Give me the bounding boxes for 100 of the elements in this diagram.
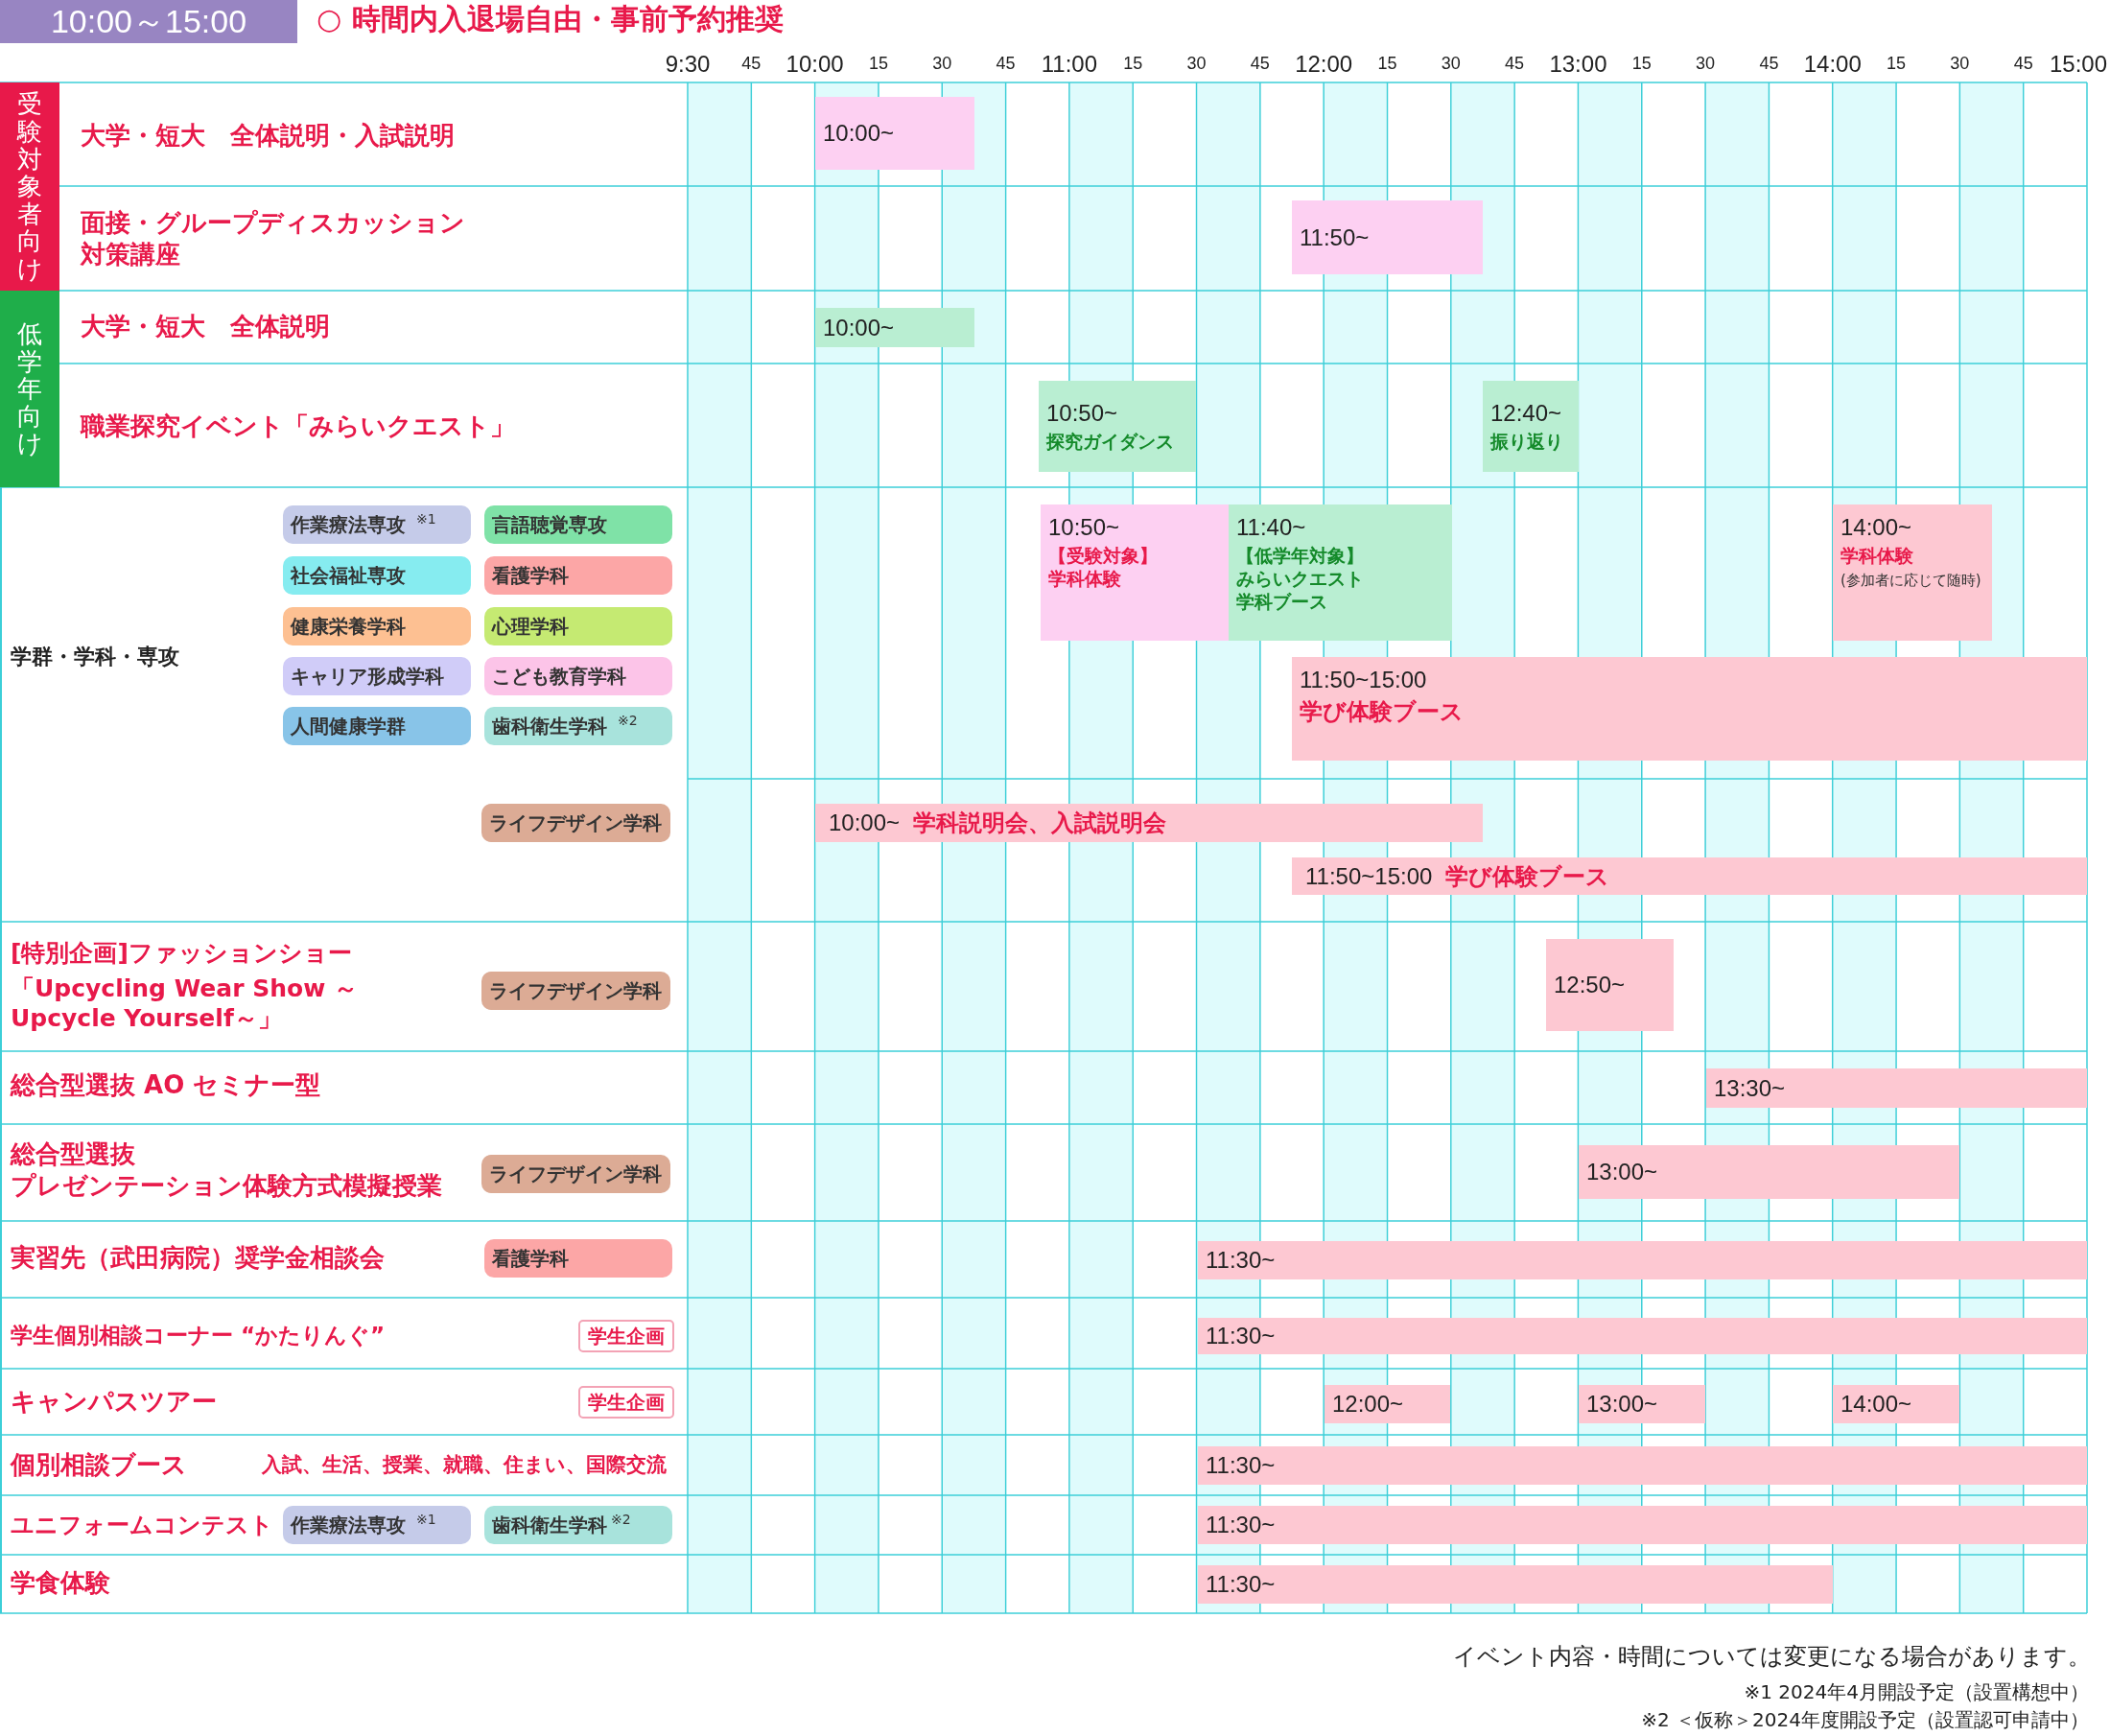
time-tick-label: 15	[868, 54, 888, 75]
start-time: 11:50~	[1300, 223, 1371, 251]
start-time: 13:00~	[1586, 1391, 1659, 1418]
start-time: 11:30~	[1206, 1512, 1277, 1538]
department-tag	[481, 972, 670, 1010]
start-time: 11:30~	[1206, 1323, 1277, 1349]
event-block	[1198, 1318, 2087, 1354]
start-time: 14:00~	[1840, 1391, 1913, 1418]
start-time: 10:50~	[1046, 399, 1119, 427]
department-tag	[481, 1155, 670, 1193]
audience-band	[0, 82, 59, 291]
event-block	[1579, 1145, 1959, 1199]
event-title: 学科体験	[1840, 545, 1914, 568]
time-tick-label: 15	[1377, 54, 1397, 75]
event-name: 職業探究イベント「みらいクエスト」	[81, 411, 515, 442]
time-tick-label: 30	[932, 54, 952, 75]
department-name: ライフデザイン学科	[489, 1161, 662, 1187]
topic-list: 入試、生活、授業、就職、住まい、国際交流	[262, 1453, 667, 1478]
department-name: 心理学科	[492, 613, 569, 640]
department-name: 看護学科	[492, 1245, 569, 1272]
audience-label: 受験対象者向け	[17, 90, 42, 283]
department-tag	[481, 804, 670, 842]
time-tick-label: 45	[996, 54, 1016, 75]
event-block	[1292, 857, 2087, 895]
event-title: 探究ガイダンス	[1046, 430, 1175, 454]
event-block	[1041, 504, 1229, 641]
event-block	[1325, 1385, 1450, 1423]
department-tag	[283, 505, 471, 544]
start-time: 10:00~	[823, 120, 896, 147]
department-tag	[283, 657, 471, 695]
department-name: 健康栄養学科	[291, 613, 406, 640]
start-time: 11:50~15:00	[1300, 667, 1428, 693]
event-block	[1833, 1385, 1959, 1423]
department-tag	[484, 505, 672, 544]
department-tag	[283, 607, 471, 645]
start-time: 11:30~	[1206, 1452, 1277, 1479]
time-tick-label: 45	[1759, 54, 1779, 75]
time-tick-label: 15	[1887, 54, 1907, 75]
start-time: 10:50~	[1048, 514, 1121, 541]
event-block	[1198, 1565, 1833, 1604]
event-block	[1229, 504, 1452, 641]
time-tick-label: 30	[1950, 54, 1970, 75]
department-name: 社会福祉専攻	[291, 562, 406, 589]
start-time: 13:30~	[1714, 1074, 1787, 1102]
event-block	[815, 308, 974, 347]
department-tag	[484, 607, 672, 645]
event-block	[815, 97, 974, 170]
time-tick-label: 15	[1123, 54, 1143, 75]
event-block	[1546, 939, 1674, 1031]
department-tag	[283, 556, 471, 595]
event-block	[1198, 1241, 2087, 1279]
time-tick-label: 10:00	[785, 50, 844, 79]
audience-band	[0, 291, 59, 487]
time-tick-label: 45	[1505, 54, 1525, 75]
department-tag	[484, 707, 672, 745]
event-name: 「Upcycling Wear Show ～Upcycle Yourself～」	[11, 973, 359, 1034]
department-name: 歯科衛生学科 $^{※2}$	[492, 713, 638, 739]
event-name: 学生個別相談コーナー “かたりんぐ”	[11, 1323, 386, 1349]
time-tick-label: 11:00	[1041, 50, 1098, 79]
event-name: 学食体験	[11, 1568, 110, 1599]
start-time: 14:00~	[1840, 514, 1913, 541]
event-title: 学び体験ブース	[1300, 697, 1465, 726]
event-title: 【低学年対象】みらいクエスト学科ブース	[1236, 545, 1365, 614]
audience-label: 低学年向け	[17, 320, 42, 457]
department-name: キャリア形成学科	[291, 663, 444, 690]
department-name: 歯科衛生学科$^{※2}$	[492, 1512, 631, 1538]
department-name: ライフデザイン学科	[489, 977, 662, 1004]
event-block	[1579, 1385, 1705, 1423]
department-tag	[484, 1506, 672, 1544]
notice-text: イベント内容・時間については変更になる場合があります。	[1453, 1642, 2091, 1671]
time-range-banner	[0, 0, 297, 43]
event-block	[1292, 657, 2087, 761]
footnote: ※2 ＜仮称＞2024年度開設予定（設置認可申請中）	[1641, 1708, 2089, 1731]
event-title: 振り返り	[1490, 430, 1564, 454]
event-block	[1292, 200, 1483, 274]
time-tick-label: 30	[1696, 54, 1716, 75]
event-block	[1198, 1506, 2087, 1544]
time-tick-label: 12:00	[1295, 50, 1353, 79]
start-time: 11:50~15:00	[1305, 862, 1433, 890]
event-name: プレゼンテーション体験方式模擬授業	[11, 1171, 442, 1202]
start-time: 10:00~	[829, 809, 901, 836]
event-name: 大学・短大 全体説明	[81, 312, 330, 342]
tag-text: 学生企画	[588, 1389, 665, 1416]
department-name: 言語聴覚専攻	[492, 511, 607, 538]
department-name: 作業療法専攻 $^{※1}$	[291, 1512, 436, 1538]
department-name: 看護学科	[492, 562, 569, 589]
page-title: ○ 時間内入退場自由・事前予約推奨	[316, 2, 784, 36]
department-name: 人間健康学群	[291, 713, 406, 739]
time-tick-label: 14:00	[1803, 50, 1862, 79]
event-block	[1706, 1068, 2087, 1108]
event-name: 個別相談ブース	[11, 1450, 187, 1481]
start-time: 11:40~	[1236, 514, 1307, 541]
tag-text: 学生企画	[588, 1323, 665, 1349]
start-time: 13:00~	[1586, 1159, 1659, 1185]
event-block	[815, 804, 1483, 842]
department-tag	[283, 1506, 471, 1544]
section-label: 学群・学科・専攻	[11, 644, 179, 670]
footnote: ※1 2024年4月開設予定（設置構想中）	[1744, 1680, 2089, 1703]
event-name: [特別企画]ファッションショー	[11, 939, 352, 968]
start-time: 12:50~	[1554, 972, 1627, 998]
